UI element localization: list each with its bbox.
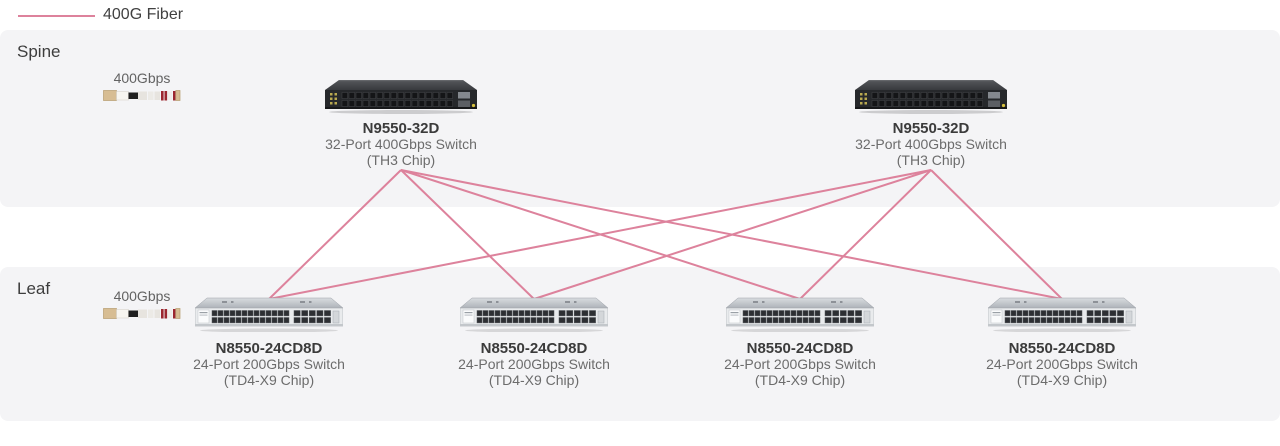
device-description: 24-Port 200Gbps Switch [458,356,610,372]
leaf-switch-image [962,297,1162,332]
device-description: 32-Port 400Gbps Switch [855,136,1007,152]
legend-label: 400G Fiber [103,6,184,23]
device-chip: (TD4-X9 Chip) [754,371,846,388]
leaf-speed-label: 400Gbps [113,288,171,304]
leaf-switch-image [434,297,634,332]
spine-speed-group: 400Gbps [103,70,181,102]
leaf-switch-image [700,297,900,332]
device-chip: (TD4-X9 Chip) [488,371,580,388]
device-model: N9550-32D [892,120,970,137]
fiber-line-swatch [18,15,95,17]
leaf-section-label: Leaf [17,279,51,298]
device-description: 24-Port 200Gbps Switch [193,356,345,372]
device-model: N9550-32D [362,120,440,137]
device-description: 24-Port 200Gbps Switch [724,356,876,372]
leaf-switch-1: N8550-24CD8D 24-Port 200Gbps Switch (TD4… [169,297,369,388]
leaf-switch-2: N8550-24CD8D 24-Port 200Gbps Switch (TD4… [434,297,634,388]
leaf-switch-image [169,297,369,332]
spine-switch-2: N9550-32D 32-Port 400Gbps Switch (TH3 Ch… [821,78,1041,168]
device-model: N8550-24CD8D [215,340,323,357]
leaf-switch-4: N8550-24CD8D 24-Port 200Gbps Switch (TD4… [962,297,1162,388]
leaf-switch-3: N8550-24CD8D 24-Port 200Gbps Switch (TD4… [700,297,900,388]
spine-section: Spine [0,30,1280,207]
spine-section-label: Spine [17,42,61,61]
device-chip: (TH3 Chip) [366,151,436,168]
spine-switch-image [291,78,511,114]
device-model: N8550-24CD8D [746,340,854,357]
device-description: 24-Port 200Gbps Switch [986,356,1138,372]
spine-switch-1: N9550-32D 32-Port 400Gbps Switch (TH3 Ch… [291,78,511,168]
device-chip: (TH3 Chip) [896,151,966,168]
leaf-speed-group: 400Gbps [103,288,181,320]
spine-switch-image [821,78,1041,114]
legend: 400G Fiber [0,0,400,30]
transceiver-cable-icon [103,89,181,102]
device-chip: (TD4-X9 Chip) [1016,371,1108,388]
spine-speed-label: 400Gbps [113,70,171,86]
device-description: 32-Port 400Gbps Switch [325,136,477,152]
device-model: N8550-24CD8D [480,340,588,357]
device-chip: (TD4-X9 Chip) [223,371,315,388]
device-model: N8550-24CD8D [1008,340,1116,357]
